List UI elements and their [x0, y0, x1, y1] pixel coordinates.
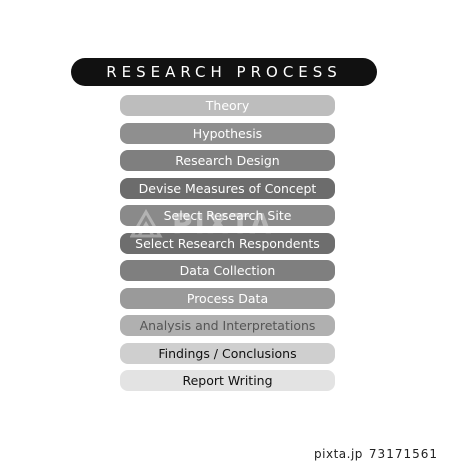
step-label: Data Collection: [179, 263, 276, 278]
step-bar: Research Design: [120, 150, 335, 171]
diagram-title: RESEARCH PROCESS: [106, 63, 342, 81]
step-bar: Data Collection: [120, 260, 335, 281]
step-label: Select Research Respondents: [135, 235, 320, 251]
step-bar: Analysis and Interpretations: [120, 315, 335, 336]
step-bar: Report Writing: [120, 370, 335, 391]
title-bar: RESEARCH PROCESS: [71, 58, 377, 86]
step-bar: Hypothesis: [120, 122, 335, 144]
step-bar: Select Research Site: [120, 205, 335, 226]
step-label: Analysis and Interpretations: [139, 318, 316, 333]
step-label: Research Design: [175, 153, 280, 168]
step-label: Hypothesis: [192, 125, 263, 141]
step-label: Process Data: [186, 290, 269, 306]
step-bar: Devise Measures of Concept: [120, 177, 335, 199]
step-bar: Select Research Respondents: [120, 232, 335, 254]
step-label: Findings / Conclusions: [158, 345, 297, 361]
footer: pixta.jp 73171561: [314, 447, 438, 461]
step-bar: Theory: [120, 95, 335, 116]
step-label: Theory: [205, 98, 250, 113]
step-label: Devise Measures of Concept: [138, 180, 317, 196]
step-label: Select Research Site: [163, 208, 292, 223]
footer-image-id: 73171561: [368, 447, 438, 461]
step-label: Report Writing: [182, 373, 273, 388]
step-bar: Findings / Conclusions: [120, 342, 335, 364]
footer-brand: pixta.jp: [314, 447, 363, 461]
step-bar: Process Data: [120, 287, 335, 309]
